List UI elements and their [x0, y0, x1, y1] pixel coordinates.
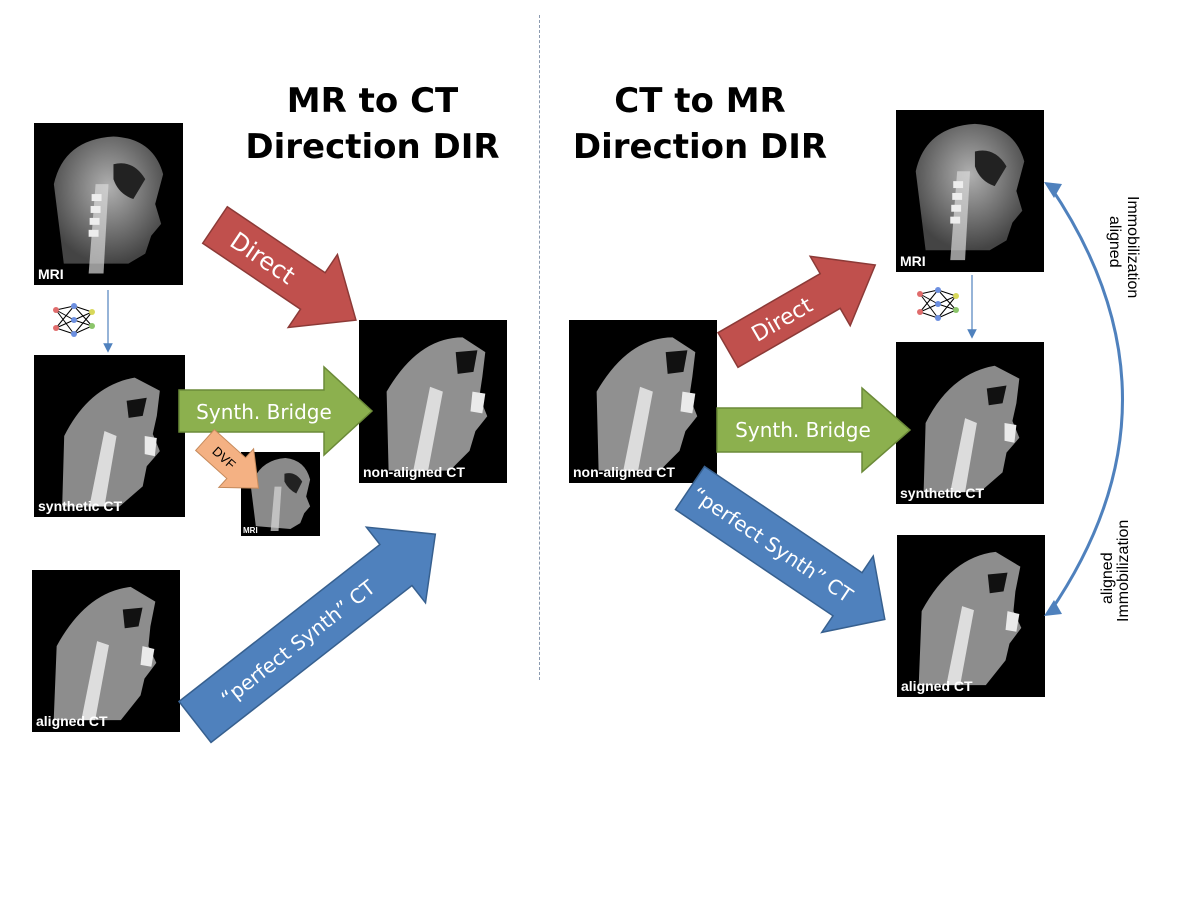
mri-head-icon — [915, 123, 1025, 261]
left-aligned-ct-image: aligned CT — [32, 570, 180, 732]
right-non-aligned-ct-label: non-aligned CT — [573, 464, 675, 480]
curve-head-top-icon — [1044, 182, 1062, 198]
right-title: CT to MR Direction DIR — [570, 78, 830, 170]
left-synthetic-ct-label: synthetic CT — [38, 498, 123, 514]
left-direct-label: Direct — [225, 227, 300, 290]
right-synth-bridge-arrow: Synth. Bridge — [716, 386, 912, 474]
curve-label-top: Immobilization aligned — [1106, 196, 1141, 298]
dvf-label: DVF — [209, 443, 238, 472]
left-direct-arrow: Direct — [201, 205, 357, 329]
left-title: MR to CT Direction DIR — [240, 78, 505, 170]
right-title-line1: CT to MR — [614, 81, 786, 121]
curve-label-top-line1: Immobilization — [1124, 196, 1141, 298]
right-mri-image: MRI — [896, 110, 1044, 272]
curve-head-bottom-icon — [1044, 600, 1062, 616]
neural-network-icon — [917, 287, 959, 321]
right-direct-label: Direct — [748, 293, 818, 348]
right-aligned-ct-label: aligned CT — [901, 678, 973, 694]
panel-divider — [539, 15, 540, 680]
dvf-mri-label: MRI — [243, 526, 258, 535]
ct-head-icon — [918, 551, 1022, 686]
left-mri-label: MRI — [38, 266, 64, 282]
right-title-line2: Direction DIR — [572, 127, 828, 167]
ct-head-icon — [596, 337, 698, 471]
left-mri-image: MRI — [34, 123, 183, 285]
right-synthetic-ct-image: synthetic CT — [896, 342, 1044, 504]
left-title-line1: MR to CT — [286, 81, 459, 121]
right-aligned-ct-image: aligned CT — [897, 535, 1045, 697]
right-perfect-synth-label: “perfect Synth” CT — [687, 482, 858, 608]
curve-label-bottom: Immobilization aligned — [1099, 520, 1132, 622]
left-title-line2: Direction DIR — [245, 127, 500, 167]
dvf-mri-image: MRI — [241, 452, 320, 536]
ct-head-icon — [386, 337, 488, 471]
immobilization-curve — [1048, 185, 1124, 613]
neural-network-icon — [53, 303, 95, 337]
curve-label-bottom-line1: Immobilization — [1115, 520, 1132, 622]
left-synth-bridge-arrow: Synth. Bridge — [178, 365, 374, 457]
left-perfect-synth-label: “perfect Synth” CT — [216, 575, 380, 711]
ct-head-icon — [923, 365, 1020, 493]
right-synthetic-ct-label: synthetic CT — [900, 485, 985, 501]
right-direct-arrow: Direct — [716, 255, 877, 369]
ct-head-icon — [62, 377, 160, 507]
ct-head-icon — [53, 586, 157, 721]
curve-label-bottom-line2: aligned — [1099, 552, 1116, 604]
left-non-aligned-ct-label: non-aligned CT — [363, 464, 465, 480]
left-synthetic-ct-image: synthetic CT — [34, 355, 185, 517]
right-non-aligned-ct-image: non-aligned CT — [569, 320, 717, 483]
mri-head-icon — [53, 136, 164, 274]
right-synth-bridge-label: Synth. Bridge — [735, 418, 871, 442]
left-synth-bridge-label: Synth. Bridge — [196, 400, 332, 424]
left-non-aligned-ct-image: non-aligned CT — [359, 320, 507, 483]
curve-label-top-line2: aligned — [1106, 216, 1123, 268]
mri-head-icon — [250, 457, 311, 532]
right-mri-label: MRI — [900, 253, 926, 269]
left-aligned-ct-label: aligned CT — [36, 713, 108, 729]
